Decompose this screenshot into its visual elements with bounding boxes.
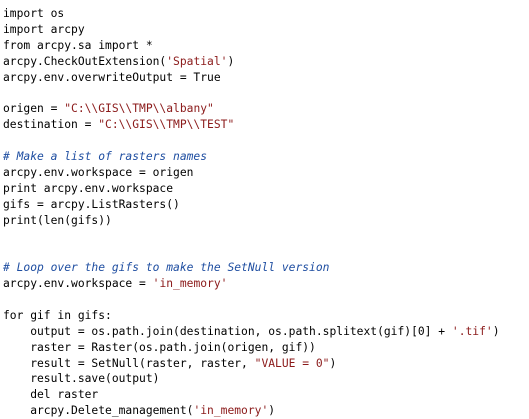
code-text: result.save(output) (3, 372, 160, 386)
code-line[interactable]: from arcpy.sa import * (3, 38, 529, 54)
string-literal: "C:\\GIS\\TMP\\TEST" (98, 118, 235, 132)
code-text: print(len(gifs)) (3, 213, 112, 227)
code-line[interactable]: ​ (3, 244, 529, 260)
code-text: output = os.path.join(destination, os.pa… (3, 324, 452, 338)
code-line[interactable]: arcpy.env.workspace = 'in_memory' (3, 276, 529, 292)
code-line[interactable]: gifs = arcpy.ListRasters() (3, 197, 529, 213)
code-line[interactable]: del raster (3, 387, 529, 403)
code-line[interactable]: arcpy.CheckOutExtension('Spatial') (3, 54, 529, 70)
code-text: gifs = arcpy.ListRasters() (3, 197, 180, 211)
code-comment: # Make a list of rasters names (3, 150, 208, 164)
code-line[interactable]: print(len(gifs)) (3, 213, 529, 229)
code-text: arcpy.Delete_management( (3, 404, 194, 418)
string-literal: '.tif' (451, 324, 493, 338)
code-line[interactable]: destination = "C:\\GIS\\TMP\\TEST" (3, 117, 529, 133)
code-text: for gif in gifs: (3, 308, 112, 322)
code-line[interactable]: # Make a list of rasters names (3, 149, 529, 165)
code-text: arcpy.env.workspace = (3, 277, 153, 291)
string-literal: 'in_memory' (152, 277, 228, 291)
code-line[interactable]: ​ (3, 133, 529, 149)
code-text: ) (492, 324, 500, 338)
code-line[interactable]: output = os.path.join(destination, os.pa… (3, 324, 529, 340)
code-line[interactable]: ​ (3, 292, 529, 308)
code-comment: # Loop over the gifs to make the SetNull… (3, 261, 330, 275)
code-text: arcpy.env.workspace = origen (3, 165, 194, 179)
code-text: origen = (3, 102, 65, 116)
code-line[interactable]: raster = Raster(os.path.join(origen, gif… (3, 340, 529, 356)
code-line[interactable]: import os (3, 6, 529, 22)
code-text: arcpy.env.overwriteOutput = True (3, 70, 221, 84)
code-text: import arcpy (3, 22, 85, 36)
code-line[interactable]: arcpy.Delete_management('in_memory') (3, 403, 529, 419)
code-line[interactable]: origen = "C:\\GIS\\TMP\\albany" (3, 101, 529, 117)
code-line[interactable]: for gif in gifs: (3, 308, 529, 324)
code-text: arcpy.CheckOutExtension( (3, 54, 167, 68)
code-line[interactable]: print arcpy.env.workspace (3, 181, 529, 197)
code-text: from arcpy.sa import * (3, 38, 153, 52)
code-line[interactable]: result.save(output) (3, 371, 529, 387)
code-line[interactable]: ​ (3, 85, 529, 101)
code-line[interactable]: ​ (3, 228, 529, 244)
code-text: ) (268, 404, 276, 418)
code-text: raster = Raster(os.path.join(origen, gif… (3, 340, 316, 354)
code-text: print arcpy.env.workspace (3, 181, 174, 195)
code-line[interactable]: result = SetNull(raster, raster, "VALUE … (3, 356, 529, 372)
code-area[interactable]: import os import arcpy from arcpy.sa impor… (3, 6, 529, 419)
code-text: del raster (3, 388, 99, 402)
string-literal: "C:\\GIS\\TMP\\albany" (64, 102, 214, 116)
code-line[interactable]: # Loop over the gifs to make the SetNull… (3, 260, 529, 276)
string-literal: "VALUE = 0" (254, 356, 330, 370)
string-literal: 'in_memory' (193, 404, 269, 418)
code-line[interactable]: arcpy.env.workspace = origen (3, 165, 529, 181)
string-literal: 'Spatial' (166, 54, 228, 68)
code-line[interactable]: arcpy.env.overwriteOutput = True (3, 70, 529, 86)
code-text: ) (227, 54, 235, 68)
code-text: destination = (3, 118, 99, 132)
code-line[interactable]: import arcpy (3, 22, 529, 38)
code-text: result = SetNull(raster, raster, (3, 356, 255, 370)
code-text: import os (3, 7, 65, 20)
code-text: ) (329, 356, 337, 370)
